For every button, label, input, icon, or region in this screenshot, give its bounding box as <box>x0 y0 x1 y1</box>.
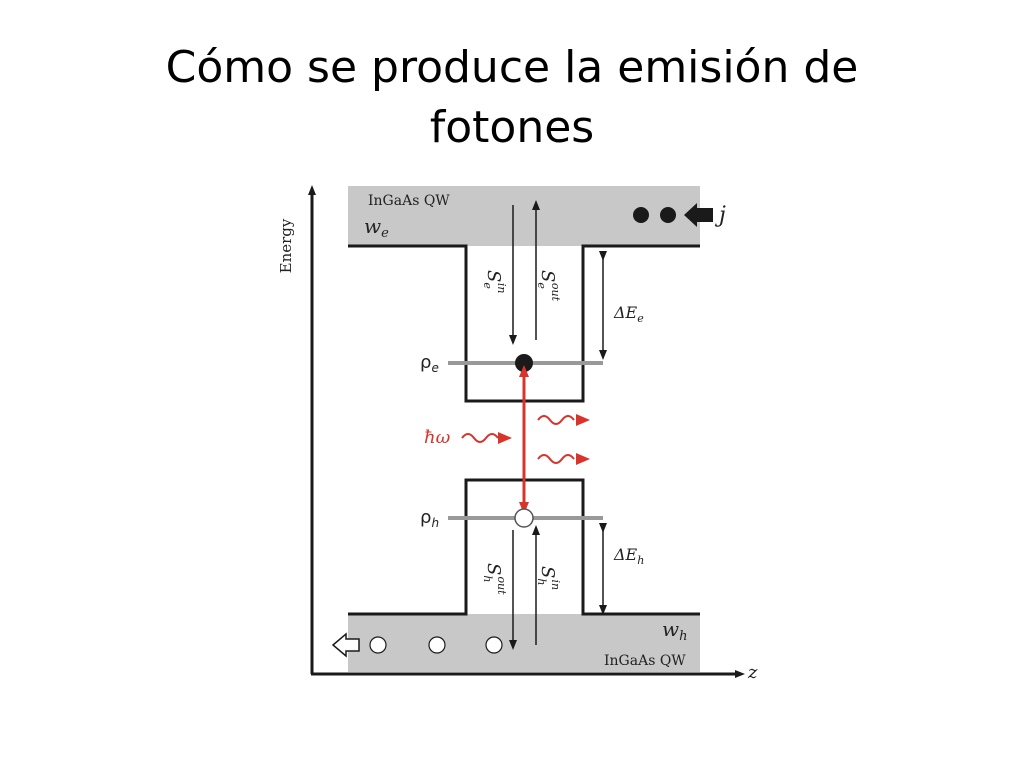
top-layer-label: InGaAs QW <box>368 193 450 209</box>
incident-photon-head <box>498 432 512 444</box>
top-layer-width-label: we <box>364 214 389 241</box>
rho-e-subscript: e <box>431 361 438 375</box>
rho-h-subscript: h <box>431 516 439 530</box>
bottom-quantum-well-layer <box>348 614 700 672</box>
sh-in-symbol: S <box>537 566 558 578</box>
sh-out-symbol: S <box>483 563 504 575</box>
delta-e-h-symbol: ΔE <box>613 545 638 564</box>
rho-h-symbol: ρ <box>420 507 431 528</box>
sh-out-superscript: out <box>495 576 508 595</box>
se-out-subscript: e <box>535 282 548 289</box>
se-out-superscript: out <box>549 283 562 302</box>
title-line-1: Cómo se produce la emisión de <box>165 42 859 93</box>
exiting-hole-3 <box>485 636 503 654</box>
bottom-layer-label: InGaAs QW <box>604 653 686 669</box>
current-injection-arrow <box>684 203 713 227</box>
electron <box>515 354 533 372</box>
slide-title: Cómo se produce la emisión de fotones <box>112 38 912 158</box>
hole-escape-label: Shout <box>481 563 508 595</box>
se-in-symbol: S <box>483 270 504 282</box>
emitted-photon-wave-1 <box>537 415 575 425</box>
sh-in-superscript: in <box>549 579 562 590</box>
emitted-photon-head-1 <box>576 414 590 426</box>
energy-axis-label: Energy <box>277 218 295 273</box>
top-width-symbol: w <box>364 214 381 238</box>
delta-e-h-subscript: h <box>637 554 644 567</box>
delta-e-electron-label: ΔEe <box>613 303 644 325</box>
current-label: j <box>714 203 726 228</box>
top-width-subscript: e <box>381 226 389 241</box>
electron-level-label: ρe <box>420 352 439 375</box>
electron-escape-label: Seout <box>535 270 562 302</box>
title-line-2: fotones <box>429 102 595 153</box>
sh-in-subscript: h <box>535 578 548 585</box>
bottom-layer-width-label: wh <box>662 617 688 644</box>
injected-electron-1 <box>633 207 649 223</box>
hole <box>514 508 534 528</box>
delta-e-hole-label: ΔEh <box>613 545 644 567</box>
bottom-width-subscript: h <box>679 629 687 644</box>
electron-capture-label: Sein <box>481 270 508 293</box>
exiting-hole-2 <box>428 636 446 654</box>
z-axis-label: z <box>747 662 758 683</box>
delta-e-e-subscript: e <box>637 312 644 325</box>
photon-label: ħω <box>424 427 451 448</box>
emitted-photon-wave-2 <box>537 454 575 464</box>
injected-electron-2 <box>660 207 676 223</box>
sh-out-subscript: h <box>481 575 494 582</box>
rho-e-symbol: ρ <box>420 352 431 373</box>
bottom-width-symbol: w <box>662 617 679 641</box>
emitted-photon-head-2 <box>576 453 590 465</box>
se-out-symbol: S <box>537 270 558 282</box>
delta-e-e-symbol: ΔE <box>613 303 638 322</box>
hole-capture-label: Shin <box>535 566 562 590</box>
exiting-hole-1 <box>369 636 387 654</box>
hole-level-label: ρh <box>420 507 439 530</box>
hole-exit-arrow <box>331 632 360 658</box>
se-in-subscript: e <box>481 282 494 289</box>
incident-photon-wave <box>461 433 499 443</box>
se-in-superscript: in <box>495 283 508 294</box>
